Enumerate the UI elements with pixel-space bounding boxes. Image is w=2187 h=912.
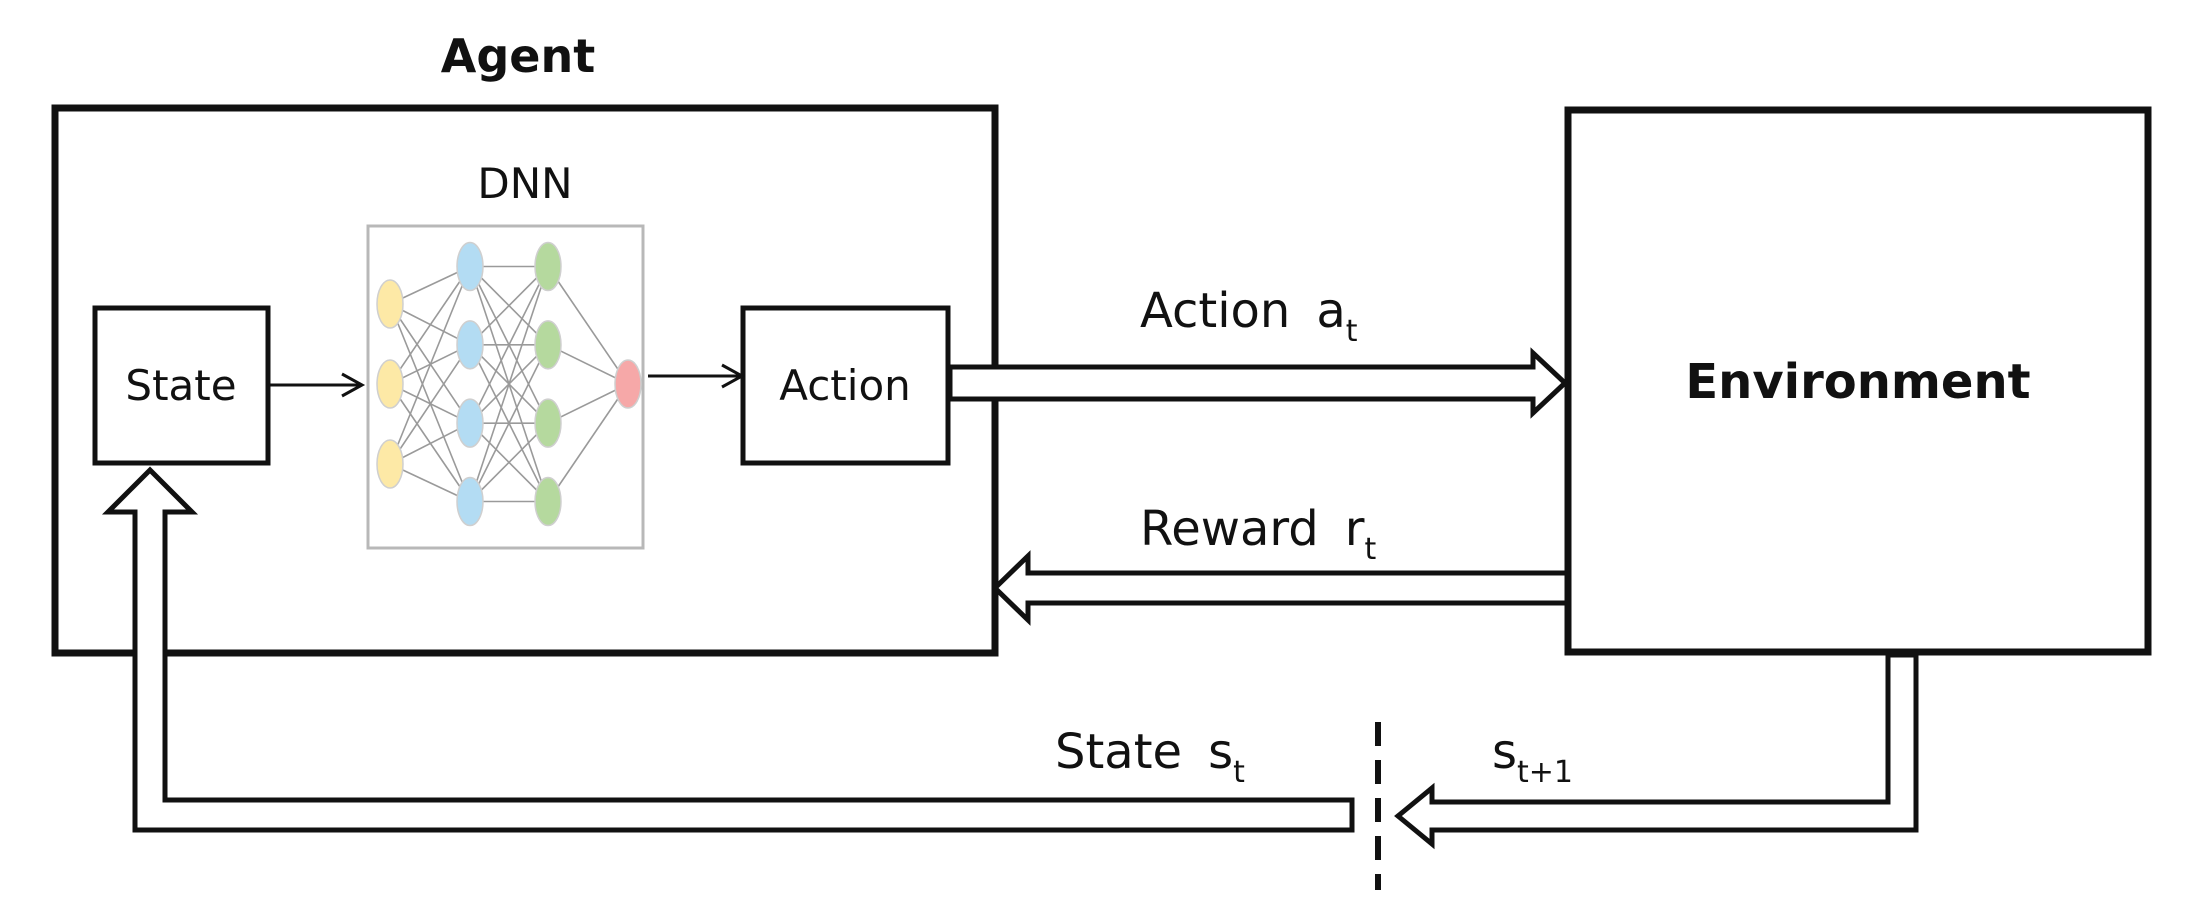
nn-connection bbox=[469, 265, 549, 346]
nn-node-layer-2 bbox=[456, 398, 484, 448]
action-arrow bbox=[947, 347, 1569, 419]
dnn-to-action-arrow bbox=[648, 363, 746, 389]
next-state-label: st+1 bbox=[1492, 724, 1573, 790]
state-box-label: State bbox=[125, 361, 236, 410]
environment-title: Environment bbox=[1685, 354, 2030, 410]
nn-node-layer-2 bbox=[456, 241, 484, 292]
dnn-label: DNN bbox=[477, 159, 572, 208]
nn-connection bbox=[547, 383, 629, 424]
nn-connection bbox=[389, 266, 471, 385]
nn-node-layer-3 bbox=[534, 241, 562, 292]
nn-node-layer-3 bbox=[534, 398, 562, 448]
next-state-arrow bbox=[1394, 652, 1919, 850]
state-box bbox=[92, 305, 271, 466]
nn-node-layer-4 bbox=[614, 359, 642, 409]
nn-connection bbox=[547, 266, 629, 385]
agent-title: Agent bbox=[441, 29, 595, 83]
nn-connection bbox=[469, 266, 549, 502]
action-box-label: Action bbox=[779, 361, 911, 410]
state-to-dnn-arrow bbox=[268, 372, 366, 398]
nn-node-layer-3 bbox=[534, 476, 562, 527]
nn-node-layer-3 bbox=[534, 320, 562, 370]
nn-node-layer-2 bbox=[456, 320, 484, 370]
nn-connection bbox=[469, 344, 549, 502]
nn-connection bbox=[547, 383, 629, 502]
neural-network bbox=[376, 241, 642, 527]
nn-connection bbox=[469, 266, 549, 424]
nn-node-layer-1 bbox=[376, 279, 404, 329]
reward-arrow bbox=[991, 550, 1570, 626]
nn-connection bbox=[469, 422, 549, 503]
nn-connection bbox=[389, 422, 471, 465]
nn-connection bbox=[389, 266, 471, 465]
nn-connection bbox=[547, 344, 629, 385]
state-feedback-arrow bbox=[101, 466, 1355, 833]
nn-node-layer-1 bbox=[376, 359, 404, 409]
nn-node-layer-1 bbox=[376, 439, 404, 489]
nn-connection bbox=[389, 344, 471, 465]
environment-box bbox=[1564, 106, 2152, 656]
nn-node-layer-2 bbox=[456, 476, 484, 527]
